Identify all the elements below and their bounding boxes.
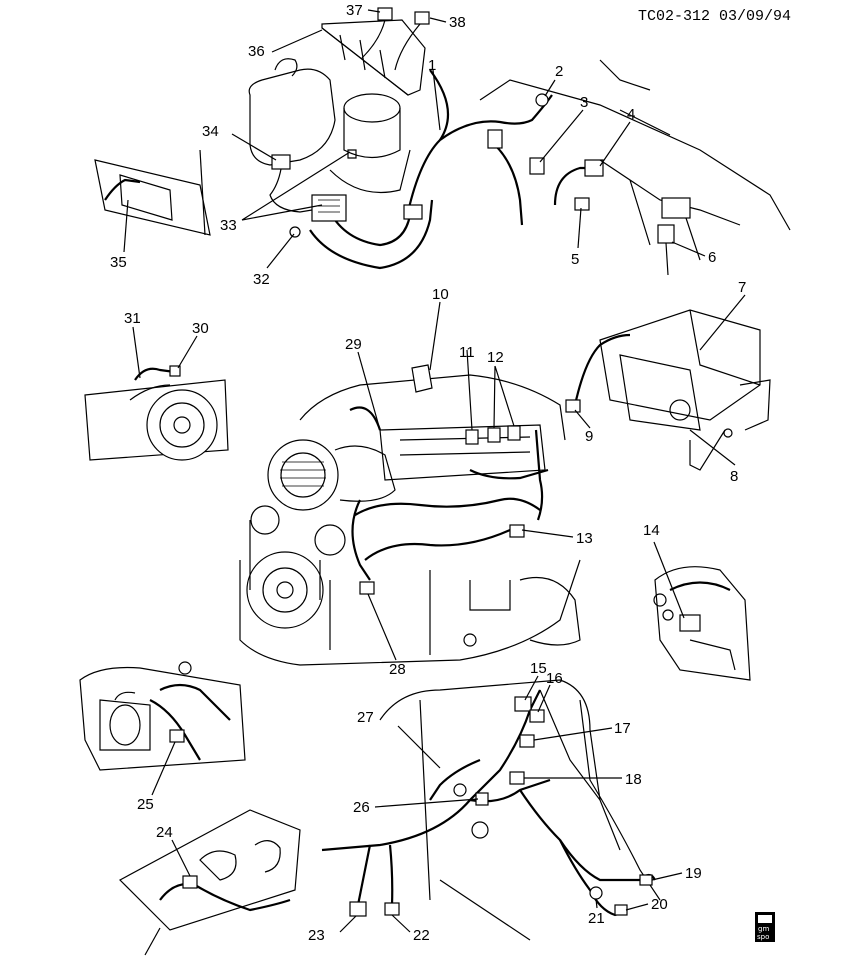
callout-16: 16 [546,670,563,687]
callout-5: 5 [571,251,579,268]
inset-compressor [84,365,229,461]
callout-4: 4 [627,106,635,123]
callout-32: 32 [253,271,270,288]
leader-lines [123,9,746,933]
bottom-harness-assembly [321,679,661,941]
callout-18: 18 [625,771,642,788]
inset-throttle-area [79,661,246,771]
callout-37: 37 [346,2,363,19]
callout-10: 10 [432,286,449,303]
callout-21: 21 [588,910,605,927]
callout-27: 27 [357,709,374,726]
callout-22: 22 [413,927,430,944]
callout-30: 30 [192,320,209,337]
callout-14: 14 [643,522,660,539]
callout-labels: 1 2 3 4 5 6 7 8 9 10 11 12 13 14 15 16 1… [110,2,746,944]
callout-7: 7 [738,279,746,296]
callout-8: 8 [730,468,738,485]
callout-20: 20 [651,896,668,913]
inset-fuse-bracket [565,309,771,471]
callout-25: 25 [137,796,154,813]
callout-6: 6 [708,249,716,266]
inset-sensor-connector [119,809,301,956]
callout-29: 29 [345,336,362,353]
callout-2: 2 [555,63,563,80]
callout-9: 9 [585,428,593,445]
callout-19: 19 [685,865,702,882]
logo-line2: spo [757,933,769,941]
drawing-id: TC02-312 03/09/94 [638,8,791,25]
callout-23: 23 [308,927,325,944]
callout-35: 35 [110,254,127,271]
callout-11: 11 [459,344,475,361]
callout-31: 31 [124,310,141,327]
engine-assembly [239,364,581,666]
gm-spo-logo: gm spo [755,912,775,942]
callout-13: 13 [576,530,593,547]
callout-33: 33 [220,217,237,234]
inset-ground-connection [653,566,751,681]
callout-24: 24 [156,824,173,841]
callout-3: 3 [580,94,588,111]
callout-36: 36 [248,43,265,60]
callout-1: 1 [428,57,436,74]
top-harness-assembly [94,7,791,276]
callout-28: 28 [389,661,406,678]
callout-34: 34 [202,123,219,140]
callout-26: 26 [353,799,370,816]
callout-38: 38 [449,14,466,31]
callout-15: 15 [530,660,547,677]
callout-12: 12 [487,349,504,366]
callout-17: 17 [614,720,631,737]
logo-line1: gm [758,925,769,933]
